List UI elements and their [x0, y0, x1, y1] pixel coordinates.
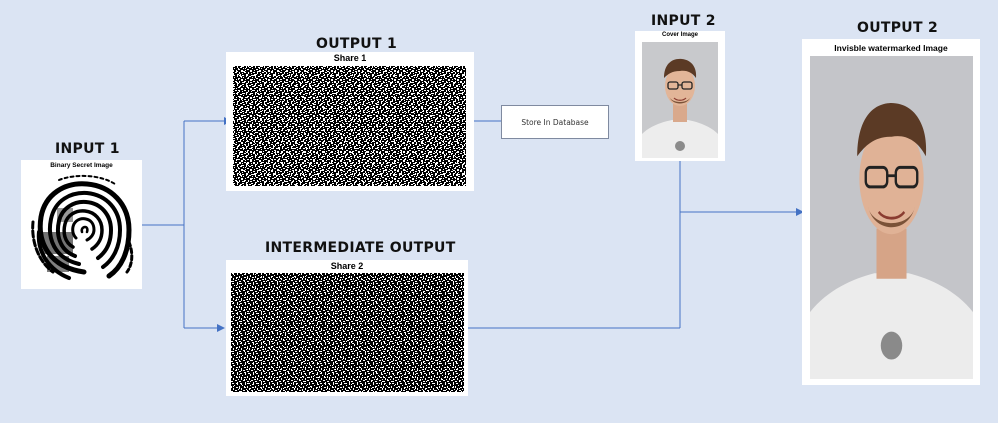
input2-heading: INPUT 2 — [651, 13, 716, 29]
store-in-database-box: Store In Database — [501, 105, 609, 139]
binary-secret-image-card: Binary Secret Image — [21, 160, 142, 289]
share2-noise-image — [231, 273, 464, 392]
watermarked-image-title: Invisble watermarked Image — [834, 43, 948, 53]
cover-image-card: Cover Image — [635, 31, 725, 161]
output2-heading: OUTPUT 2 — [857, 20, 939, 36]
watermarked-image-card: Invisble watermarked Image — [802, 39, 980, 385]
cover-image-title: Cover Image — [661, 32, 698, 38]
store-in-database-label: Store In Database — [521, 117, 589, 127]
input1-heading: INPUT 1 — [55, 141, 120, 157]
watermarked-portrait — [810, 56, 973, 379]
share1-title: Share 1 — [333, 53, 367, 63]
cover-image-portrait — [642, 42, 718, 158]
fingerprint-icon — [29, 172, 139, 286]
share2-title: Share 2 — [330, 261, 364, 271]
intermediate-output-heading: INTERMEDIATE OUTPUT — [265, 240, 456, 256]
share1-noise-image — [233, 66, 466, 186]
output1-heading: OUTPUT 1 — [316, 36, 398, 52]
share2-card: Share 2 — [226, 260, 468, 396]
binary-secret-image-title: Binary Secret Image — [50, 162, 113, 169]
share1-card: Share 1 — [226, 52, 474, 191]
